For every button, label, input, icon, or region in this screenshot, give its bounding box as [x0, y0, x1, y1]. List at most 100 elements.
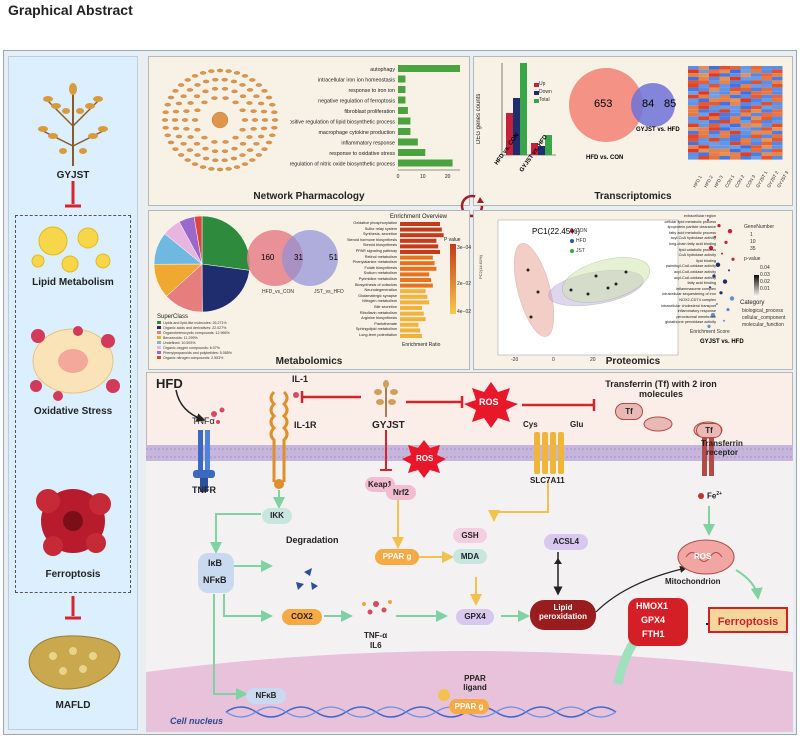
network-node	[172, 126, 180, 131]
enrich-bar	[400, 328, 421, 333]
network-node	[208, 69, 215, 73]
network-node	[265, 140, 273, 145]
network-bar-label: autophagy	[370, 67, 395, 73]
heatmap-cell	[761, 109, 772, 113]
network-node	[187, 135, 194, 139]
heatmap-cell	[698, 156, 709, 160]
heatmap-cell	[698, 148, 709, 153]
enrich-term-label: Nitrogen metabolism	[362, 299, 397, 304]
heatmap-cell	[740, 102, 751, 106]
pca-ellipse-con	[513, 243, 555, 337]
mech-hfd: HFD	[156, 376, 183, 391]
proteomics-caption: Proteomics	[605, 356, 661, 367]
go-dot	[710, 313, 716, 318]
metabolomics-caption: Metabolomics	[275, 356, 343, 367]
heatmap-cell	[751, 76, 762, 81]
network-node	[231, 89, 238, 94]
heatmap-cell	[772, 102, 783, 106]
network-node	[212, 158, 219, 163]
network-node	[241, 162, 249, 166]
heatmap-cell	[751, 69, 762, 74]
network-node	[194, 153, 201, 157]
network-node	[191, 74, 199, 78]
enrich-bar	[400, 294, 428, 299]
heatmap-cell	[740, 120, 751, 124]
network-bar-label: inflammatory response	[341, 141, 395, 147]
heatmap-cell	[751, 145, 762, 149]
enrich-term-label: Steroid biosynthesis	[363, 243, 397, 248]
heatmap-cell	[740, 141, 751, 146]
heatmap-cell	[698, 120, 709, 124]
heatmap-cell	[761, 69, 772, 74]
mech-nucleus: Cell nucleus	[170, 716, 224, 726]
network-node	[194, 108, 201, 112]
network-node	[183, 127, 190, 131]
gene-number-title: GeneNumber	[744, 224, 775, 230]
heatmap-cell	[709, 112, 720, 117]
heatmap-cell	[688, 73, 699, 77]
venn-value-653: 653	[594, 98, 613, 110]
gyjst-herb-icon	[374, 380, 398, 417]
network-node	[246, 135, 253, 139]
heatmap-cell	[730, 66, 741, 70]
heatmap-cell	[740, 66, 751, 70]
heatmap-cell	[740, 116, 751, 120]
network-node	[222, 140, 229, 144]
go-dot	[726, 308, 730, 312]
enrich-bar	[400, 261, 435, 266]
network-node	[246, 148, 254, 152]
network-node	[265, 95, 273, 100]
network-node	[184, 158, 191, 162]
heatmap-cell	[730, 80, 741, 84]
heatmap-cell	[761, 66, 772, 70]
heatmap-cell	[751, 130, 762, 135]
bar-gyjst-total	[545, 135, 552, 155]
go-dot	[714, 235, 716, 238]
go-dot	[717, 224, 721, 228]
mech-ferroptosis: Ferroptosis	[708, 607, 788, 633]
network-bar-label: fibroblast proliferation	[344, 109, 395, 115]
heatmap-cell	[688, 84, 699, 88]
network-node	[175, 134, 183, 139]
pie-slice	[201, 215, 251, 271]
heatmap-cell	[751, 156, 762, 160]
heatmap-cell	[730, 73, 741, 77]
network-bar	[398, 75, 406, 83]
heatmap-cell	[740, 109, 751, 113]
pvalue-tick-1: 3e−04	[457, 245, 472, 251]
pca-legend-jst: JST	[576, 248, 585, 254]
go-dot	[731, 257, 735, 261]
network-node	[221, 149, 229, 153]
mech-nfkb2: NFκB	[246, 688, 286, 704]
heatmap-cell	[751, 94, 762, 99]
network-node	[221, 77, 228, 82]
enrich-term-label: Sphingolipid metabolism	[355, 327, 397, 332]
network-node	[180, 94, 187, 98]
heatmap-cell	[730, 109, 741, 113]
legend-up: Up	[539, 81, 546, 87]
mitochondrion-icon	[677, 539, 735, 575]
network-node	[222, 96, 229, 100]
network-node	[241, 118, 249, 122]
dna-strand	[225, 706, 617, 718]
heatmap-cell	[740, 98, 751, 102]
heatmap-cell	[698, 127, 709, 131]
superclass-legend-item: Undefined: 10.593%	[157, 341, 257, 346]
network-node	[257, 134, 265, 139]
left-panel-illustrations	[28, 83, 121, 690]
heatmap-cell	[719, 156, 730, 160]
heatmap-cell	[719, 120, 730, 124]
bar-gyjst-down	[538, 146, 545, 155]
heatmap-cell	[761, 152, 772, 156]
network-bar	[398, 159, 453, 167]
heatmap-cell	[688, 69, 699, 74]
network-node	[194, 83, 201, 87]
degradation-fragments	[296, 568, 318, 590]
network-node	[239, 108, 246, 112]
mech-gpx4b: GPX4	[641, 615, 666, 625]
mech-tnfr: TNFR	[192, 485, 216, 495]
heatmap-cell	[730, 98, 741, 102]
network-node	[172, 109, 180, 114]
go-term-label: lipoprotein particle clearance	[667, 225, 716, 230]
